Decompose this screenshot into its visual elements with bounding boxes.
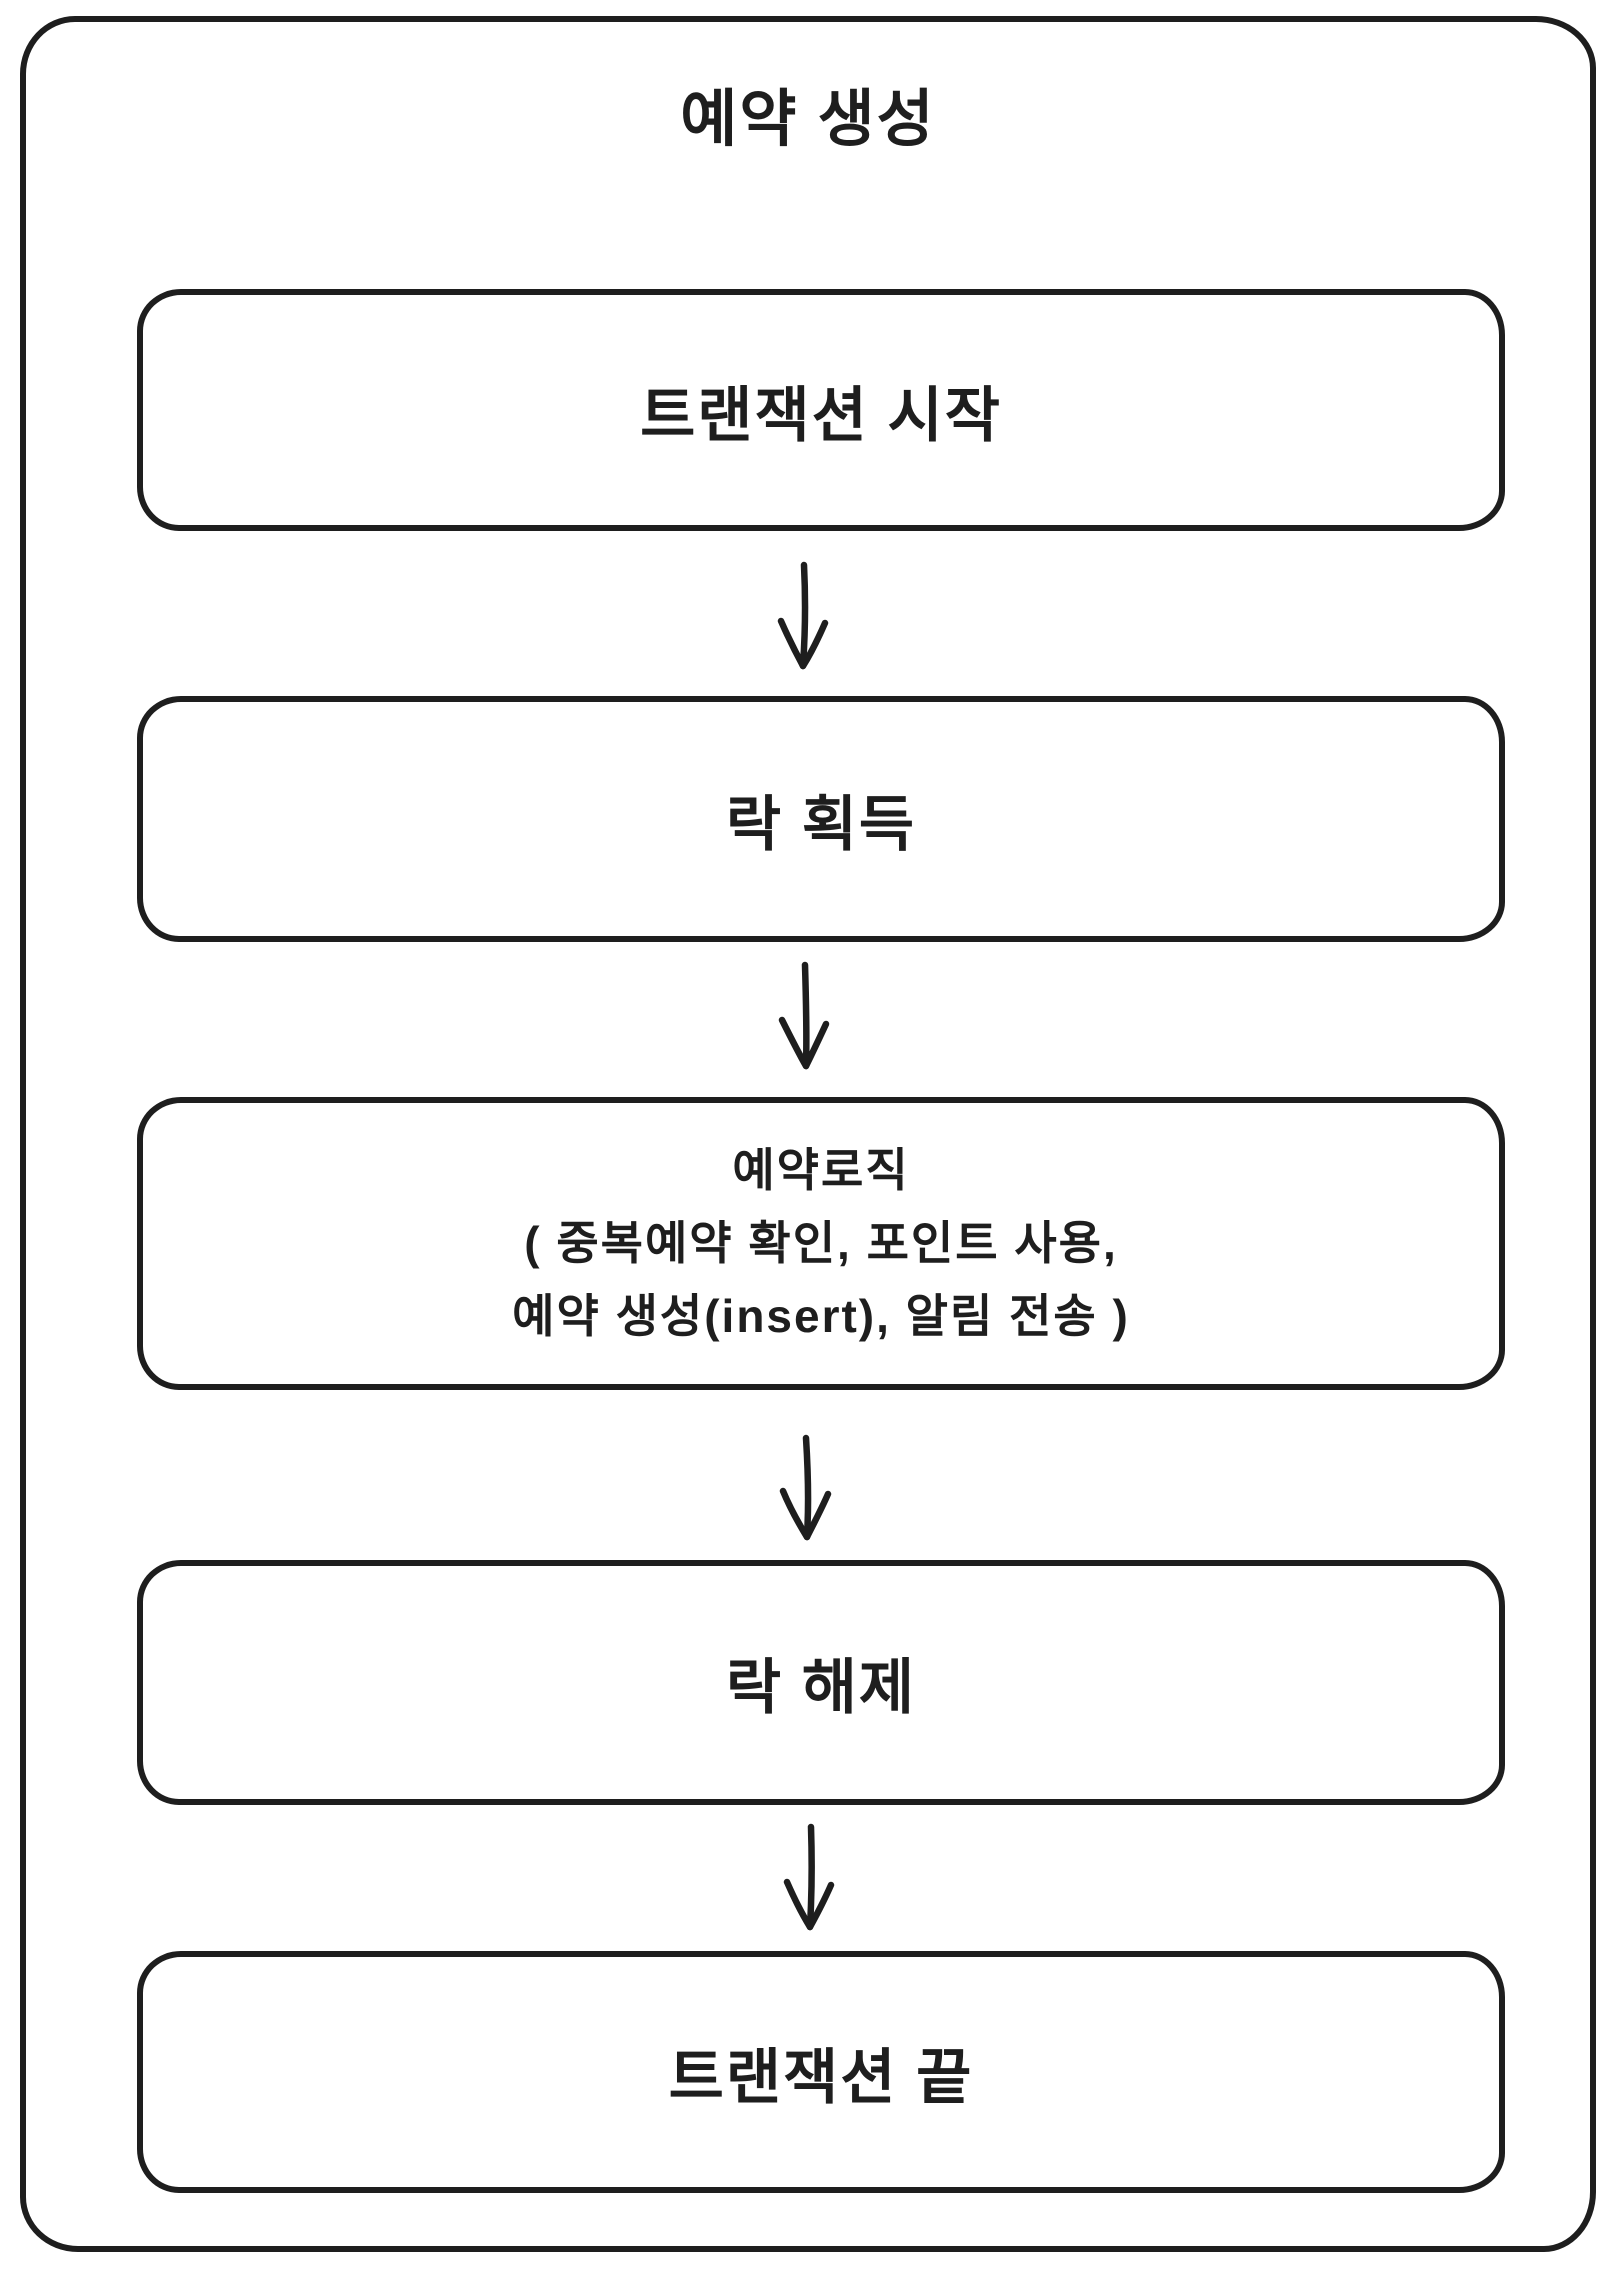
down-arrow-icon [778,961,830,1070]
step-box-lock-release: 락 해제 [137,1560,1505,1805]
step-box-reservation-logic: 예약로직 ( 중복예약 확인, 포인트 사용, 예약 생성(insert), 알… [137,1097,1505,1390]
step-label-line: ( 중복예약 확인, 포인트 사용, [524,1217,1118,1269]
step-label: 트랜잭션 끝 [668,2043,974,2111]
step-label-line: 예약로직 [732,1144,910,1196]
down-arrow-icon [779,1434,832,1541]
step-box-transaction-start: 트랜잭션 시작 [137,289,1505,531]
step-label-line: 예약 생성(insert), 알림 전송 ) [512,1290,1130,1342]
down-arrow-icon [777,561,829,670]
step-label: 트랜잭션 시작 [640,381,1002,449]
down-arrow-icon [783,1823,835,1931]
step-label: 락 획득 [725,790,917,858]
step-box-lock-acquire: 락 획득 [137,696,1505,942]
step-box-transaction-end: 트랜잭션 끝 [137,1951,1505,2193]
step-label: 락 해제 [725,1654,917,1721]
diagram-title: 예약 생성 [680,85,936,154]
